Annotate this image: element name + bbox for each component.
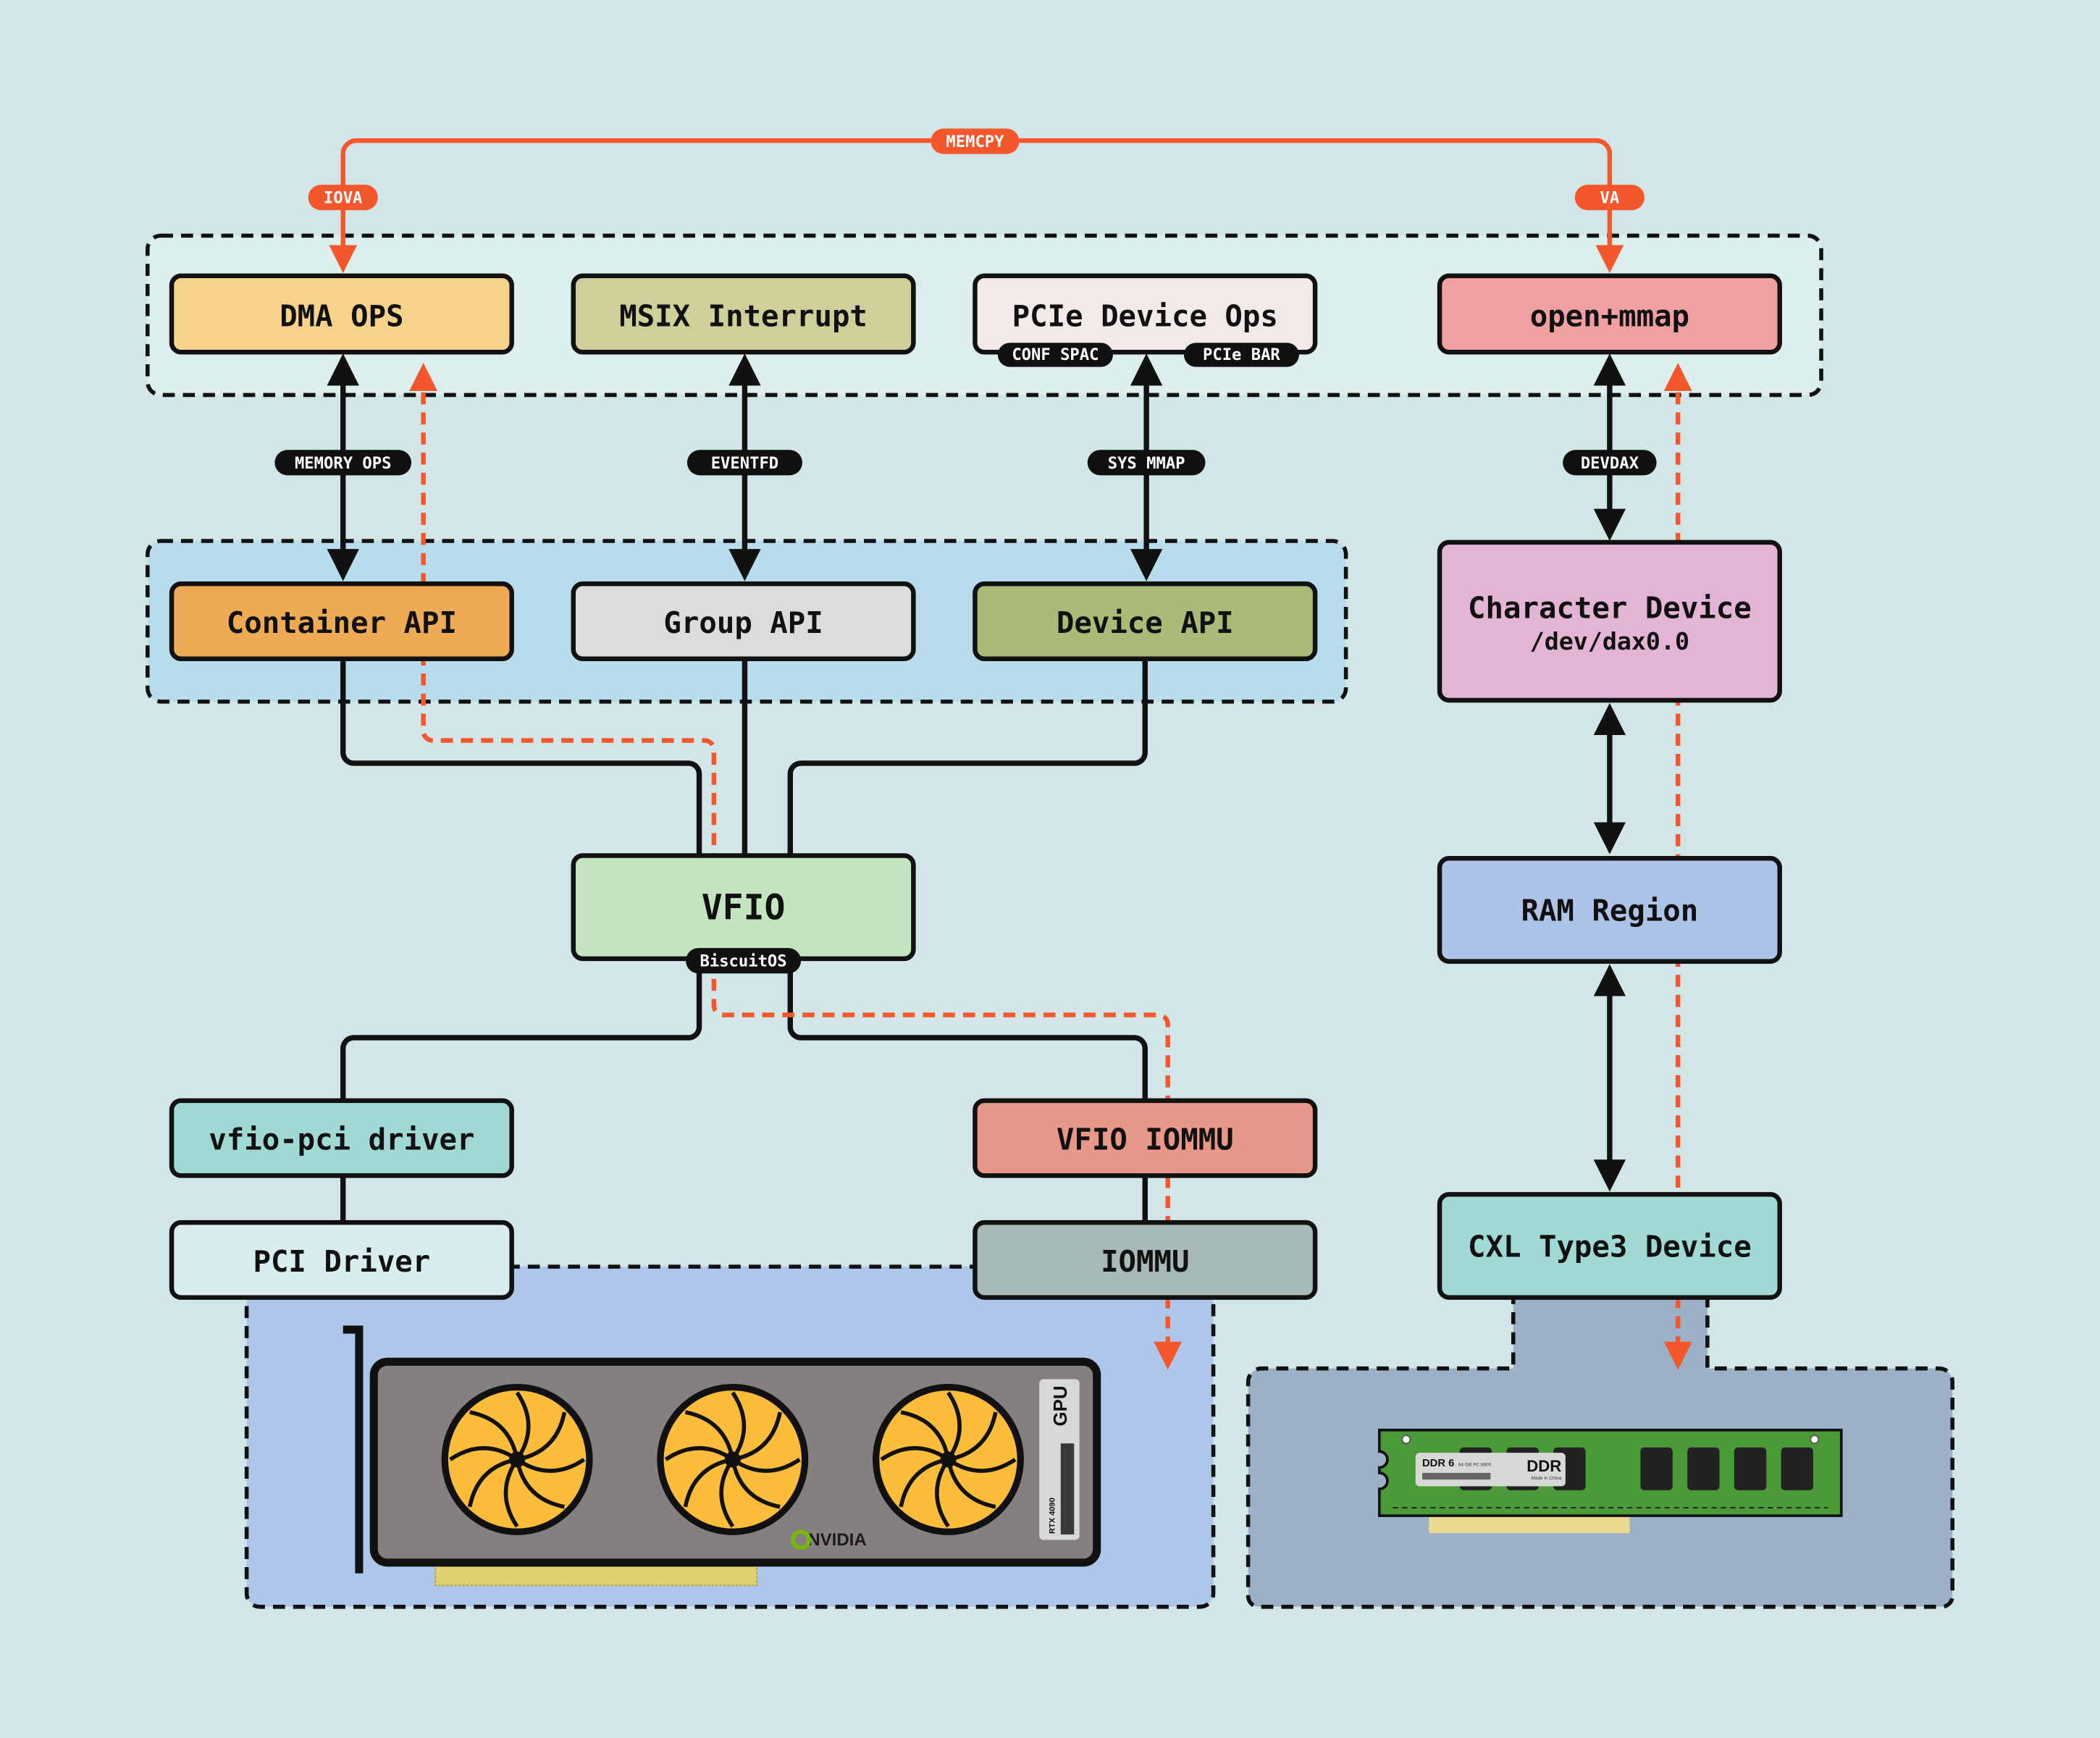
biscuitos-tag: BiscuitOS bbox=[686, 948, 802, 974]
nvidia-logo: NVIDIA bbox=[807, 1530, 866, 1550]
pci-driver-label: PCI Driver bbox=[253, 1244, 430, 1279]
svg-text:CONF SPAC: CONF SPAC bbox=[1012, 345, 1099, 364]
sys-mmap-tag: SYS MMAP bbox=[1087, 450, 1206, 476]
fan-blade bbox=[516, 1458, 586, 1473]
svg-text:SYS MMAP: SYS MMAP bbox=[1108, 454, 1185, 473]
msix-interrupt-node[interactable]: MSIX Interrupt bbox=[571, 273, 916, 355]
fan-blade bbox=[515, 1391, 531, 1461]
svg-text:PCIe BAR: PCIe BAR bbox=[1203, 345, 1280, 364]
eventfd-tag: EVENTFD bbox=[686, 450, 802, 476]
iommu-node[interactable]: IOMMU bbox=[973, 1219, 1318, 1300]
dma-flow-path bbox=[409, 363, 717, 857]
char-device-path: /dev/dax0.0 bbox=[1530, 627, 1689, 655]
pcie-device-ops-node[interactable]: PCIe Device Ops bbox=[973, 273, 1318, 355]
fan-blade bbox=[515, 1458, 566, 1509]
ddr-brand: DDR bbox=[1526, 1457, 1561, 1475]
gpu-model: RTX 4090 bbox=[1049, 1498, 1057, 1534]
ram-region-node[interactable]: RAM Region bbox=[1437, 855, 1782, 964]
svg-text:MEMCPY: MEMCPY bbox=[946, 133, 1004, 151]
fan-blade bbox=[899, 1457, 949, 1508]
vfio-label: VFIO bbox=[702, 888, 786, 928]
container-vfio-line bbox=[340, 658, 702, 857]
fan-blade bbox=[683, 1457, 734, 1508]
gpu-card-image: GPU RTX 4090 NVIDIA bbox=[343, 1325, 1101, 1587]
fan-blade bbox=[935, 1458, 950, 1528]
vfio-vfiopci-line bbox=[340, 958, 702, 1101]
msix-label: MSIX Interrupt bbox=[619, 298, 868, 333]
fan-blade bbox=[946, 1458, 996, 1509]
container-api-label: Container API bbox=[227, 605, 457, 640]
container-api-node[interactable]: Container API bbox=[169, 581, 514, 661]
fan-blade bbox=[946, 1391, 962, 1461]
dma-ops-label: DMA OPS bbox=[280, 298, 403, 333]
vfio-pci-driver-node[interactable]: vfio-pci driver bbox=[169, 1098, 514, 1178]
fan-blade bbox=[731, 1391, 747, 1461]
cxl-label: CXL Type3 Device bbox=[1468, 1229, 1752, 1264]
character-device-node[interactable]: Character Device/dev/dax0.0 bbox=[1437, 540, 1782, 703]
vfio-pci-label: vfio-pci driver bbox=[209, 1122, 474, 1156]
dma-flow-path-lower bbox=[711, 958, 1183, 1370]
ddr-memory-module-image: DDR 6 64 GB PC 8800 DDR Made in China bbox=[1378, 1428, 1843, 1534]
ddr-origin: Made in China bbox=[1532, 1476, 1562, 1481]
ddr-spec: 64 GB PC 8800 bbox=[1458, 1462, 1492, 1467]
pcie-bar-tag: PCIe BAR bbox=[1183, 343, 1299, 367]
device-vfio-line bbox=[787, 658, 1148, 857]
va-tag: VA bbox=[1574, 185, 1645, 211]
svg-text:VA: VA bbox=[1600, 189, 1620, 208]
fan-blade bbox=[664, 1446, 734, 1461]
svg-text:EVENTFD: EVENTFD bbox=[711, 454, 778, 473]
ddr-label: DDR 6 bbox=[1422, 1458, 1454, 1469]
fan-blade bbox=[516, 1411, 567, 1462]
fan-blade bbox=[880, 1446, 950, 1461]
fan-blade bbox=[468, 1457, 518, 1508]
memcpy-tag: MEMCPY bbox=[931, 128, 1020, 154]
memory-ops-tag: MEMORY OPS bbox=[274, 450, 412, 476]
svg-text:BiscuitOS: BiscuitOS bbox=[700, 952, 787, 971]
fan-blade bbox=[719, 1458, 735, 1528]
vfio-iommu-label: VFIO IOMMU bbox=[1057, 1122, 1234, 1156]
fan-blade bbox=[732, 1411, 782, 1462]
fan-blade bbox=[731, 1458, 801, 1473]
vfio-node[interactable]: VFIO bbox=[571, 853, 916, 962]
fan-blade bbox=[731, 1458, 781, 1509]
device-api-node[interactable]: Device API bbox=[973, 581, 1318, 661]
fan-blade bbox=[449, 1446, 518, 1461]
char-device-label: Character Device bbox=[1468, 590, 1752, 625]
fan-blade bbox=[503, 1458, 519, 1528]
open-mmap-label: open+mmap bbox=[1530, 298, 1689, 333]
svg-text:DEVDAX: DEVDAX bbox=[1581, 454, 1639, 473]
svg-text:MEMORY OPS: MEMORY OPS bbox=[295, 454, 392, 473]
fan-blade bbox=[469, 1410, 519, 1460]
iommu-label: IOMMU bbox=[1101, 1244, 1189, 1279]
group-api-node[interactable]: Group API bbox=[571, 581, 916, 661]
fan-blade bbox=[900, 1410, 951, 1460]
open-mmap-node[interactable]: open+mmap bbox=[1437, 273, 1782, 355]
svg-text:IOVA: IOVA bbox=[324, 189, 362, 208]
fan-blade bbox=[684, 1410, 735, 1460]
vfio-iommu-line bbox=[787, 958, 1148, 1101]
ram-region-label: RAM Region bbox=[1521, 893, 1698, 928]
gpu-label: GPU bbox=[1051, 1385, 1071, 1426]
pcie-ops-label: PCIe Device Ops bbox=[1012, 298, 1278, 333]
group-api-label: Group API bbox=[663, 605, 823, 640]
iova-tag: IOVA bbox=[308, 185, 378, 211]
devdax-tag: DEVDAX bbox=[1563, 450, 1657, 476]
conf-space-tag: CONF SPAC bbox=[997, 343, 1113, 367]
vfio-iommu-node[interactable]: VFIO IOMMU bbox=[973, 1098, 1318, 1178]
fan-blade bbox=[946, 1458, 1017, 1473]
device-api-label: Device API bbox=[1057, 605, 1234, 640]
fan-blade bbox=[947, 1411, 998, 1462]
pci-driver-node[interactable]: PCI Driver bbox=[169, 1219, 514, 1300]
cxl-type3-device-node[interactable]: CXL Type3 Device bbox=[1437, 1192, 1782, 1300]
dma-ops-node[interactable]: DMA OPS bbox=[169, 273, 514, 355]
